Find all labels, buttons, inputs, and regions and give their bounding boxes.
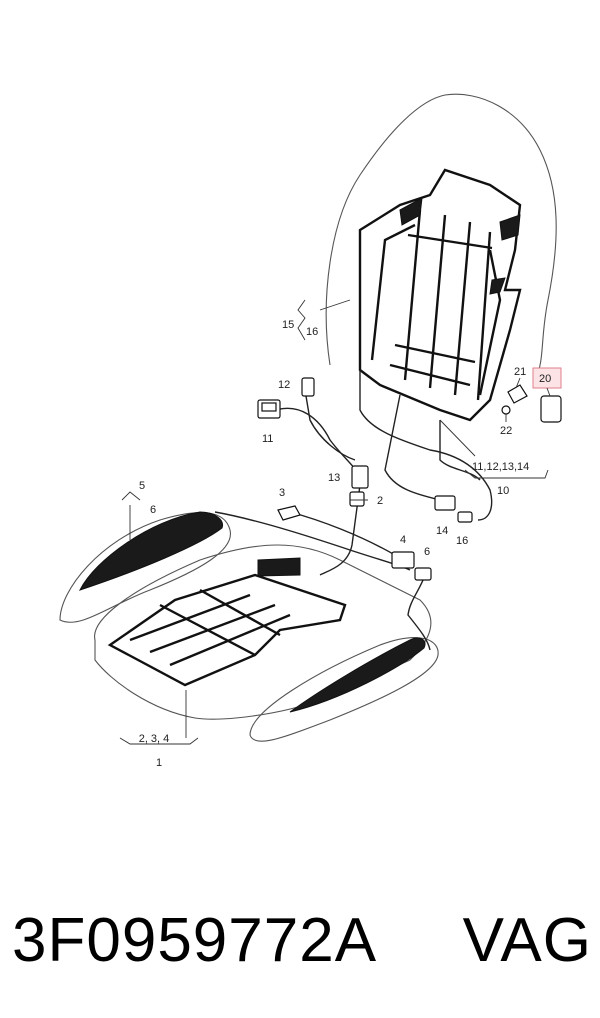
callout-10: 10 <box>497 485 509 497</box>
callout-20: 20 <box>539 373 551 385</box>
left-bolster <box>59 511 231 623</box>
connector-12 <box>301 377 315 397</box>
callout-22: 22 <box>500 425 512 437</box>
brace-10 <box>464 469 549 479</box>
part-number: 3F0959772A <box>12 905 378 975</box>
part-22-nut <box>501 405 511 415</box>
callout-16-backrest: 16 <box>306 326 318 338</box>
callout-15: 15 <box>282 319 294 331</box>
callout-2-3-4: 2, 3, 4 <box>139 733 170 745</box>
callout-11-12-13-14: 11,12,13,14 <box>472 461 529 473</box>
backrest-frame <box>358 168 522 422</box>
backrest-cover-outline <box>325 93 557 381</box>
callout-6-seat: 6 <box>150 504 156 516</box>
callout-13: 13 <box>328 472 340 484</box>
callout-14: 14 <box>436 525 448 537</box>
part-20-control-unit <box>540 395 562 423</box>
seat-cushion-outline <box>94 544 432 720</box>
callout-5: 5 <box>139 480 145 492</box>
brace-15-16 <box>297 299 306 341</box>
connector-14 <box>434 495 456 511</box>
caption-bar: 3F0959772A VAG <box>12 895 592 985</box>
connector-13 <box>351 465 369 489</box>
connector-3 <box>277 505 301 521</box>
seat-heating-mat <box>107 557 347 687</box>
callout-3: 3 <box>279 487 285 499</box>
callout-6-connector: 6 <box>424 546 430 558</box>
callout-4: 4 <box>400 534 406 546</box>
seat-wiring-diagram: 1 2, 3, 4 2 3 4 5 6 6 10 11,12,13,14 11 … <box>59 93 562 769</box>
connector-2 <box>349 491 365 507</box>
callout-21: 21 <box>514 366 526 378</box>
connector-16 <box>457 511 473 523</box>
connector-4 <box>391 551 415 569</box>
part-21 <box>507 384 528 404</box>
connector-6 <box>414 567 432 581</box>
callout-1: 1 <box>156 757 162 769</box>
connector-11 <box>257 399 281 419</box>
brace-1 <box>119 737 199 745</box>
callout-11: 11 <box>262 433 273 445</box>
callout-12: 12 <box>278 379 290 391</box>
callout-16-connector: 16 <box>456 535 468 547</box>
leader-lines <box>129 299 551 738</box>
callout-2: 2 <box>377 495 383 507</box>
right-bolster <box>249 637 439 742</box>
brace-5-6 <box>121 491 141 501</box>
brand-name: VAG <box>462 905 592 975</box>
